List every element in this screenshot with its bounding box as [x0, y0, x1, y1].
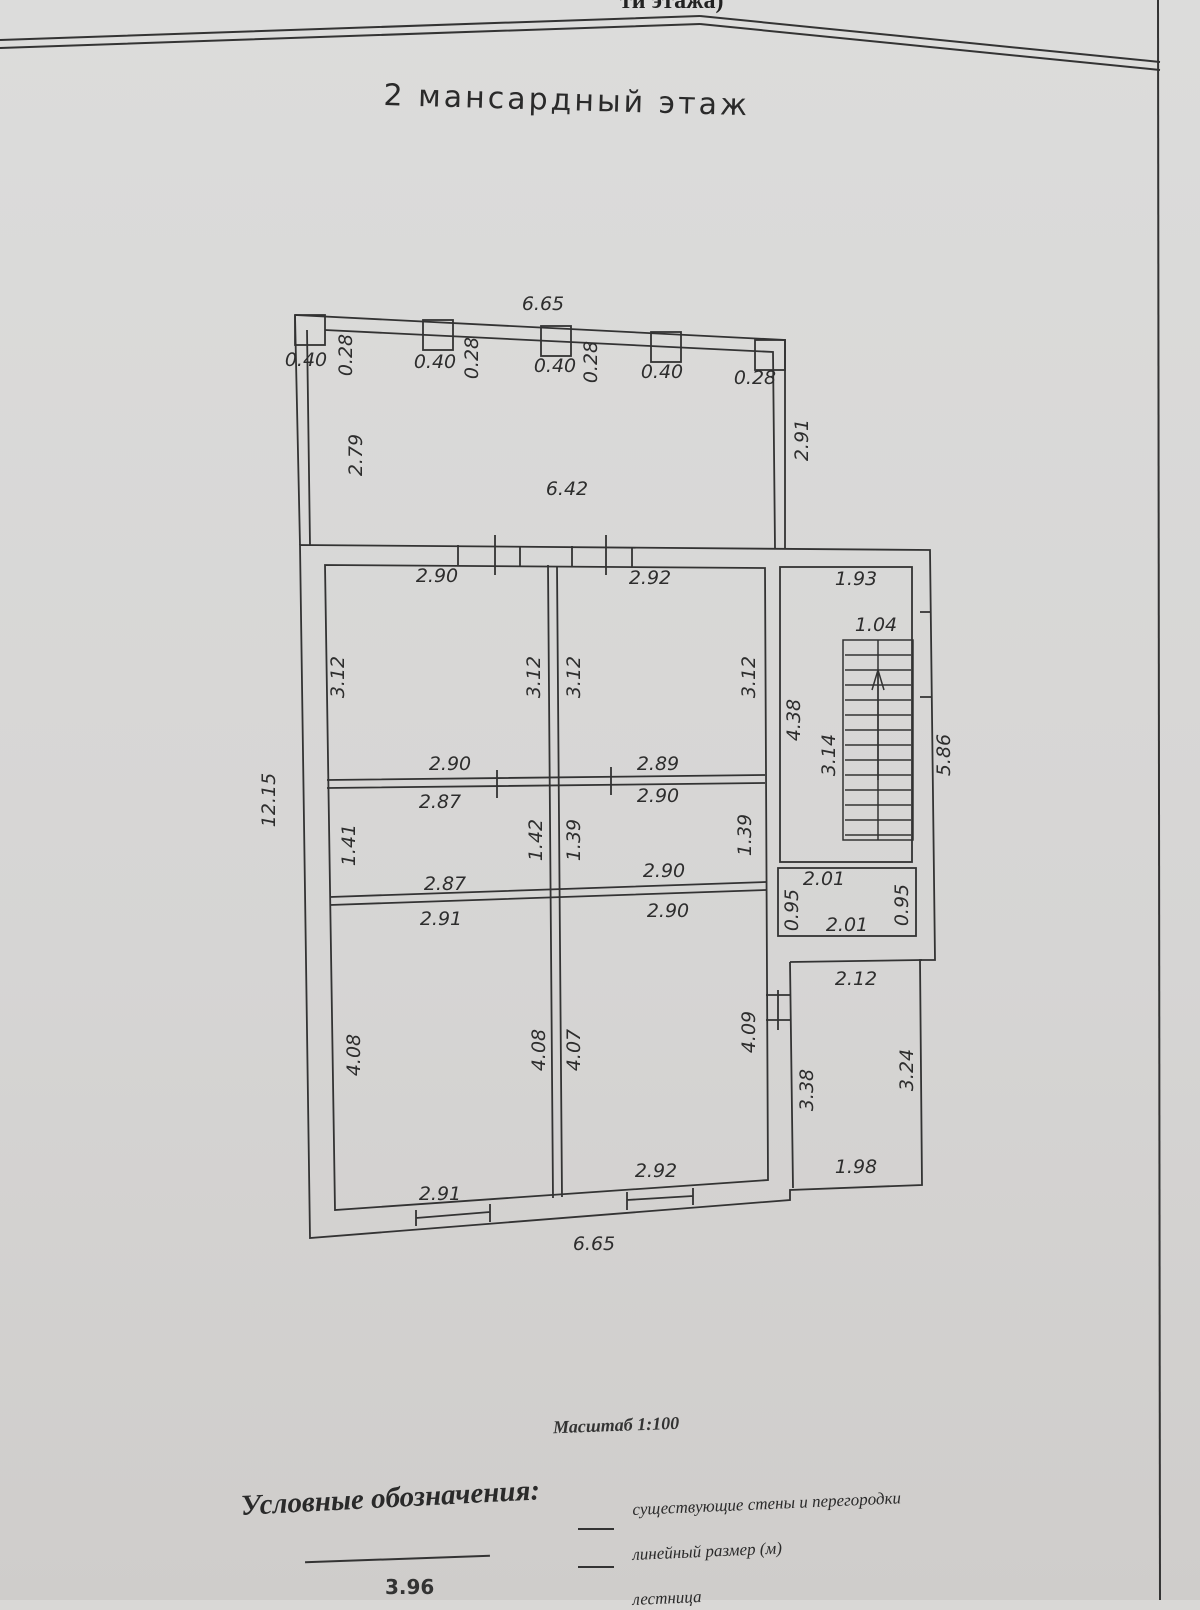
previous-caption-fragment: ти этажа)	[620, 0, 724, 14]
walls	[294, 314, 936, 1239]
dimension-label: 1.39	[734, 814, 756, 856]
partition	[329, 881, 767, 906]
dimension-label: 2.89	[637, 753, 679, 775]
door	[457, 535, 521, 575]
dimension-label: 2.91	[419, 1183, 461, 1205]
dimension-label: 0.28	[580, 341, 602, 383]
dimension-label: 4.38	[783, 699, 805, 741]
bath-room	[789, 959, 923, 1189]
inner-outer-wall	[324, 564, 769, 1211]
legend-dash	[578, 1566, 614, 1568]
staircase-icon	[842, 639, 914, 841]
scale-label: Масштаб 1:100	[552, 1412, 680, 1438]
dimension-label: 4.09	[738, 1011, 760, 1053]
dimension-label: 3.38	[796, 1069, 818, 1111]
dimension-label: 0.40	[641, 361, 683, 383]
dimension-label: 2.79	[345, 434, 367, 476]
dimension-label: 1.93	[835, 568, 877, 590]
column	[294, 314, 326, 346]
dimension-label: 3.12	[738, 656, 760, 698]
dimension-label: 0.40	[414, 351, 456, 373]
dimension-label: 3.12	[523, 656, 545, 698]
dimension-label: 1.39	[563, 819, 585, 861]
stair-room	[779, 566, 913, 863]
dimension-label: 0.40	[285, 349, 327, 371]
dimension-label: 1.41	[338, 824, 360, 866]
balcony-outline	[294, 314, 786, 549]
page-border	[0, 0, 1161, 1600]
dimension-label: 1.42	[525, 819, 547, 861]
dimension-label: 3.12	[327, 656, 349, 698]
column	[650, 331, 682, 363]
door	[766, 990, 790, 1030]
dimension-label: 2.01	[803, 868, 845, 890]
outer-wall	[299, 544, 936, 1239]
dimension-label: 2.90	[647, 900, 689, 922]
dimension-label: 2.90	[643, 860, 685, 882]
column	[540, 325, 572, 357]
dimension-label: 3.12	[563, 656, 585, 698]
dimension-label: 4.07	[563, 1029, 585, 1071]
small-room	[777, 867, 917, 937]
dimension-label: 6.65	[522, 293, 564, 315]
dimension-label: 0.28	[734, 367, 776, 389]
dimension-label: 2.87	[424, 873, 466, 895]
dimension-label: 2.87	[419, 791, 461, 813]
door	[626, 1188, 694, 1210]
window	[920, 611, 932, 698]
dimension-label: 2.01	[826, 914, 868, 936]
legend-item-stairs: лестница	[632, 1586, 702, 1609]
dimension-label: 2.91	[791, 419, 813, 461]
dimension-label: 6.42	[546, 478, 588, 500]
legend-sample-dimension: 3.96	[385, 1575, 435, 1599]
dimension-label: 1.98	[835, 1156, 877, 1178]
dimension-label: 2.92	[635, 1160, 677, 1182]
column	[422, 319, 454, 351]
dimension-label: 2.91	[420, 908, 462, 930]
door	[496, 767, 612, 798]
dimension-label: 0.28	[461, 337, 483, 379]
dimension-label: 1.04	[855, 614, 897, 636]
dimension-label: 0.28	[335, 334, 357, 376]
dimension-label: 5.86	[933, 734, 955, 776]
dimension-label: 4.08	[343, 1034, 365, 1076]
door	[415, 1204, 491, 1226]
dimension-label: 2.90	[416, 565, 458, 587]
door	[571, 535, 633, 575]
dimension-label: 3.14	[818, 734, 840, 776]
dimension-label: 2.92	[629, 567, 671, 589]
dimension-label: 4.08	[528, 1029, 550, 1071]
column	[754, 339, 786, 371]
dimension-label: 2.12	[835, 968, 877, 990]
dimension-label: 12.15	[258, 773, 280, 827]
dimension-label: 0.40	[534, 355, 576, 377]
dimension-label: 2.90	[637, 785, 679, 807]
dimension-label: 0.95	[891, 884, 913, 926]
legend-dash	[578, 1528, 614, 1530]
dimension-label: 6.65	[573, 1233, 615, 1255]
dimension-label: 3.24	[896, 1049, 918, 1091]
dimension-label: 2.90	[429, 753, 471, 775]
partition	[547, 564, 563, 1199]
partition	[326, 774, 766, 789]
dimension-label: 0.95	[781, 889, 803, 931]
